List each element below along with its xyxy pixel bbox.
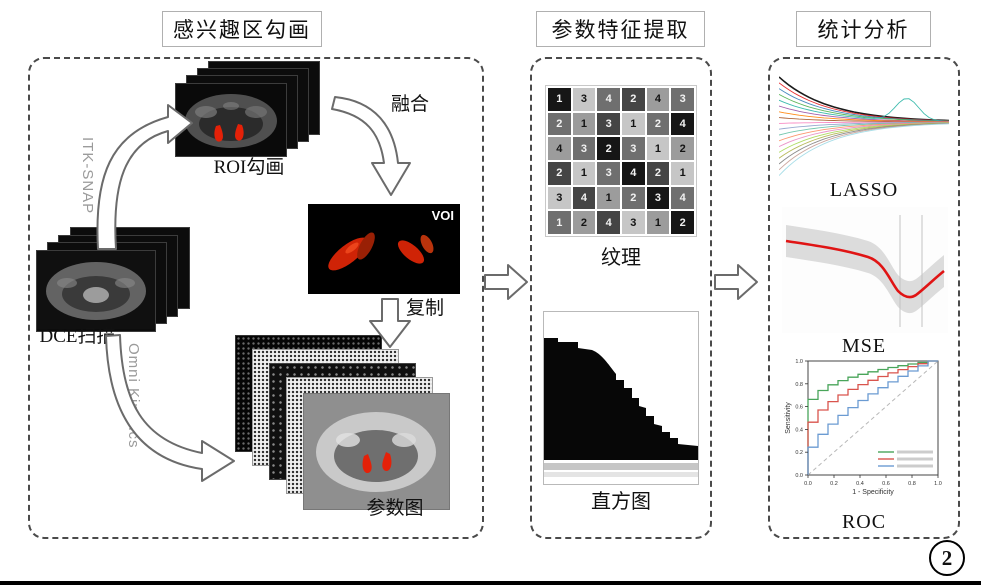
lasso-label: LASSO — [829, 179, 899, 201]
copy-label: 复制 — [405, 298, 444, 319]
roi-mri-image — [176, 84, 286, 156]
texture-cell: 4 — [597, 88, 620, 111]
texture-cell: 1 — [572, 161, 596, 185]
texture-cell: 4 — [572, 186, 596, 210]
texture-cell: 2 — [621, 186, 645, 210]
roi-red-contour — [214, 125, 223, 142]
itk-snap-label: ITK-SNAP — [79, 137, 96, 215]
texture-cell: 3 — [572, 88, 596, 111]
param-map-front-image — [303, 393, 450, 510]
texture-cell: 3 — [621, 211, 645, 234]
mse-curve — [785, 239, 945, 299]
mri-stack-layer — [175, 83, 287, 157]
svg-text:0.2: 0.2 — [830, 481, 838, 487]
texture-cell: 1 — [621, 112, 645, 136]
figure-number: 2 — [941, 545, 953, 570]
texture-cell: 2 — [572, 211, 596, 234]
texture-cell: 4 — [621, 161, 645, 185]
mse-plot — [782, 207, 948, 333]
flow-arrow-feature-to-stats — [714, 264, 758, 300]
roi-stack-label: ROI勾画 — [213, 157, 285, 178]
histogram-image — [543, 311, 699, 485]
texture-cell: 4 — [671, 112, 694, 136]
texture-cell: 2 — [597, 137, 620, 160]
svg-text:0.0: 0.0 — [795, 473, 803, 479]
panel-stats-title: 统计分析 — [796, 11, 931, 47]
lasso-plot — [778, 65, 950, 177]
omni-kinetics-label: Omni Kinetics — [125, 343, 142, 449]
panel-feature-title: 参数特征提取 — [536, 11, 705, 47]
texture-cell: 2 — [646, 161, 670, 185]
voi-image: VOI — [308, 204, 460, 294]
svg-text:0.4: 0.4 — [795, 427, 803, 433]
figure-number-badge: 2 — [929, 540, 965, 576]
panel-roi-title: 感兴趣区勾画 — [162, 11, 322, 47]
texture-label: 纹理 — [601, 247, 641, 269]
texture-cell: 4 — [646, 88, 670, 111]
texture-cell: 1 — [597, 186, 620, 210]
dce-mri-image — [37, 251, 155, 329]
texture-cell: 3 — [621, 137, 645, 160]
histogram-label: 直方图 — [591, 491, 651, 513]
texture-cell: 2 — [548, 161, 571, 185]
dce-image-stack — [36, 227, 190, 333]
roc-label: ROC — [841, 511, 887, 533]
texture-cell: 1 — [572, 112, 596, 136]
svg-text:0.6: 0.6 — [795, 405, 803, 411]
texture-cell: 1 — [671, 161, 694, 185]
texture-cell: 3 — [572, 137, 596, 160]
panel-roi: ROI勾画 DCE扫描 — [28, 57, 484, 539]
texture-cell: 3 — [597, 112, 620, 136]
param-map-stack — [235, 335, 450, 513]
voi-label: VOI — [432, 208, 454, 223]
bottom-rule — [0, 581, 981, 585]
texture-cell: 3 — [548, 186, 571, 210]
roi-image-stack — [175, 61, 323, 159]
svg-text:0.0: 0.0 — [804, 481, 812, 487]
roc-plot-svg: 0.00.0 0.2 0.2 0.4 0.4 0.6 0.6 0.8 0.8 1.0 1.0 1 -… — [785, 359, 942, 496]
texture-cell: 3 — [646, 186, 670, 210]
svg-text:0.8: 0.8 — [795, 382, 803, 388]
svg-text:0.4: 0.4 — [856, 481, 864, 487]
svg-text:0.8: 0.8 — [908, 481, 916, 487]
fusion-label: 融合 — [390, 94, 429, 115]
svg-text:0.2: 0.2 — [795, 450, 803, 456]
roc-curves-group: 0.00.0 0.2 0.2 0.4 0.4 0.6 0.6 0.8 0.8 1.0 1.0 — [795, 359, 941, 487]
flow-arrow-roi-to-feature — [484, 264, 528, 300]
svg-text:1.0: 1.0 — [934, 481, 942, 487]
svg-text:0.6: 0.6 — [882, 481, 890, 487]
param-map-label: 参数图 — [366, 498, 424, 519]
texture-cell: 1 — [646, 211, 670, 234]
texture-cell: 2 — [548, 112, 571, 136]
texture-cell: 2 — [621, 88, 645, 111]
mse-label: MSE — [841, 335, 887, 357]
texture-cell: 4 — [671, 186, 694, 210]
texture-cell: 3 — [597, 161, 620, 185]
dce-scan-label: DCE扫描 — [39, 326, 116, 347]
roc-ylabel: Sensitivity — [785, 402, 792, 434]
texture-cell: 1 — [548, 211, 571, 234]
texture-cell: 4 — [597, 211, 620, 234]
texture-cell: 2 — [646, 112, 670, 136]
roc-xlabel: 1 - Specificity — [852, 489, 894, 496]
svg-text:1.0: 1.0 — [795, 359, 803, 365]
texture-cell: 1 — [548, 88, 571, 111]
texture-cell: 2 — [671, 137, 694, 160]
roi-red-contour — [235, 124, 244, 141]
texture-cell: 2 — [671, 211, 694, 234]
texture-cell: 4 — [548, 137, 571, 160]
mri-stack-layer — [36, 250, 156, 332]
texture-cell: 1 — [646, 137, 670, 160]
lasso-plot-svg — [778, 65, 950, 177]
texture-cell: 3 — [671, 88, 694, 111]
